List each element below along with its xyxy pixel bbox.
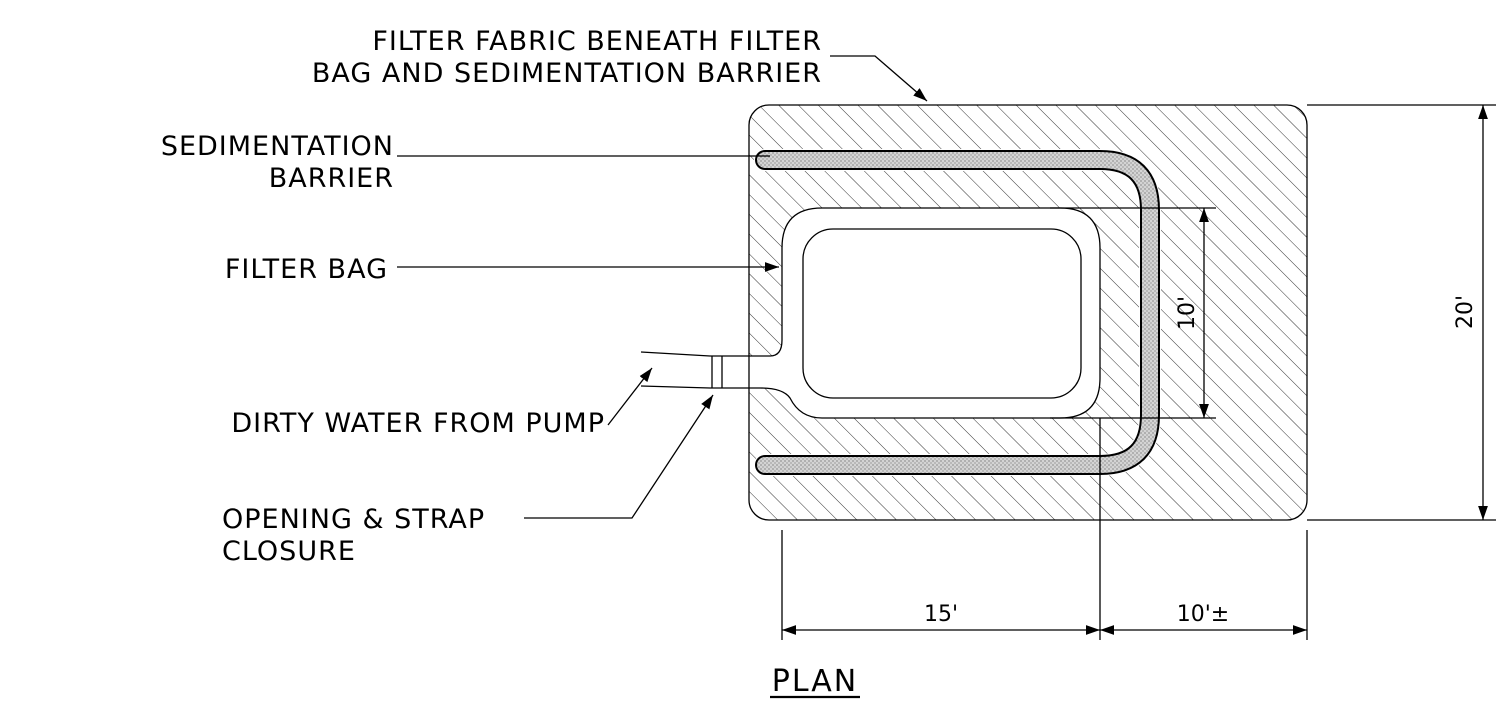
- dirty-water-leader: DIRTY WATER FROM PUMP: [231, 367, 653, 439]
- opening-label-line2: CLOSURE: [222, 536, 356, 567]
- opening-leader: OPENING & STRAP CLOSURE: [222, 394, 714, 567]
- bag-height-dimension-group: 10': [1050, 207, 1216, 419]
- plan-title: PLAN: [770, 664, 860, 699]
- sed-barrier-label-line2: BARRIER: [269, 163, 394, 194]
- filter-fabric: [748, 104, 1308, 521]
- fabric-height-dimension-group: 20': [1307, 104, 1496, 521]
- filter-fabric-label-line1: FILTER FABRIC BENEATH FILTER: [372, 26, 822, 57]
- filter-bag-leader: FILTER BAG: [225, 254, 779, 285]
- dirty-water-label: DIRTY WATER FROM PUMP: [231, 408, 605, 439]
- bag-width-dimension: 15': [924, 602, 958, 627]
- filter-bag-label: FILTER BAG: [225, 254, 388, 285]
- opening-label-line1: OPENING & STRAP: [222, 504, 485, 535]
- horizontal-dimensions: 15' 10'±: [781, 418, 1308, 640]
- sed-barrier-label-line1: SEDIMENTATION: [161, 131, 394, 162]
- filter-fabric-label-line2: BAG AND SEDIMENTATION BARRIER: [312, 58, 822, 89]
- clearance-dimension: 10'±: [1177, 602, 1229, 627]
- filter-bag: [640, 207, 1101, 419]
- sedimentation-barrier: [755, 150, 1160, 475]
- bag-height-dimension: 10': [1175, 296, 1200, 330]
- filter-fabric-leader: FILTER FABRIC BENEATH FILTER BAG AND SED…: [312, 26, 928, 102]
- title-text: PLAN: [772, 664, 858, 699]
- fabric-height-dimension: 20': [1453, 295, 1478, 329]
- sedimentation-barrier-leader: SEDIMENTATION BARRIER: [161, 131, 770, 194]
